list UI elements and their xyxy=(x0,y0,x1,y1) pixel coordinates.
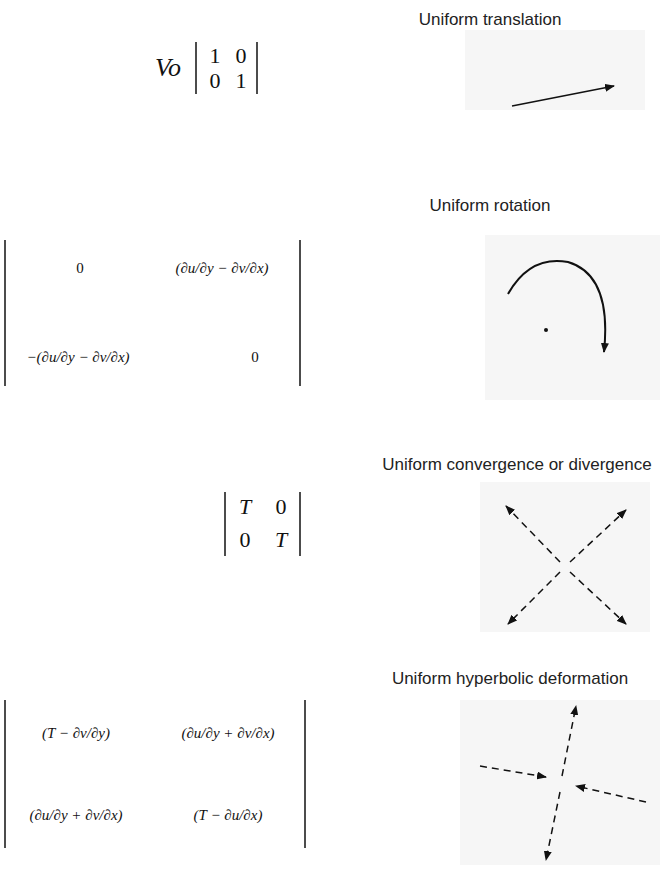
matrix-entry: 1 xyxy=(236,69,247,93)
translation-arrow xyxy=(512,86,614,106)
matrix-bar xyxy=(195,42,197,94)
matrix-entry: 0 xyxy=(251,349,259,366)
rotation-arrow xyxy=(508,261,605,352)
matrix-bar xyxy=(304,700,306,848)
section-title: Uniform hyperbolic deformation xyxy=(392,670,628,689)
matrix-entry: 0 xyxy=(210,69,221,93)
section-title: Uniform rotation xyxy=(430,197,551,216)
matrix-entry: T xyxy=(275,528,287,552)
matrix-entry: (∂u/∂y − ∂v/∂x) xyxy=(175,260,268,277)
image-ground xyxy=(485,235,660,400)
matrix-entry: (T − ∂v/∂y) xyxy=(42,725,110,742)
matrix-entry: (T − ∂u/∂x) xyxy=(194,807,263,824)
matrix-bar xyxy=(224,492,226,556)
matrix-entry: T xyxy=(239,495,251,519)
matrix-entry: (∂u/∂y + ∂v/∂x) xyxy=(181,725,274,742)
matrix-bar xyxy=(256,42,258,94)
matrix-bar xyxy=(4,240,6,386)
scalar-symbol: Vo xyxy=(155,54,181,83)
matrix-entry: 0 xyxy=(240,528,251,552)
image-ground xyxy=(465,30,645,110)
matrix-entry: 0 xyxy=(76,260,84,277)
matrix-entry: 1 xyxy=(210,44,221,68)
hyperbolic-arrows xyxy=(480,706,646,860)
image-ground xyxy=(460,700,660,865)
matrix-bar xyxy=(4,700,6,848)
divergence-arrows xyxy=(506,506,626,624)
image-ground xyxy=(480,482,650,632)
matrix-bar xyxy=(299,240,301,386)
matrix-entry: 0 xyxy=(276,495,287,519)
matrix-bar xyxy=(299,492,301,556)
matrix-entry: −(∂u/∂y − ∂v/∂x) xyxy=(26,349,129,366)
matrix-entry: 0 xyxy=(236,44,247,68)
section-title: Uniform translation xyxy=(419,11,562,30)
rotation-center xyxy=(544,328,548,332)
section-title: Uniform convergence or divergence xyxy=(382,456,651,475)
matrix-entry: (∂u/∂y + ∂v/∂x) xyxy=(29,807,122,824)
